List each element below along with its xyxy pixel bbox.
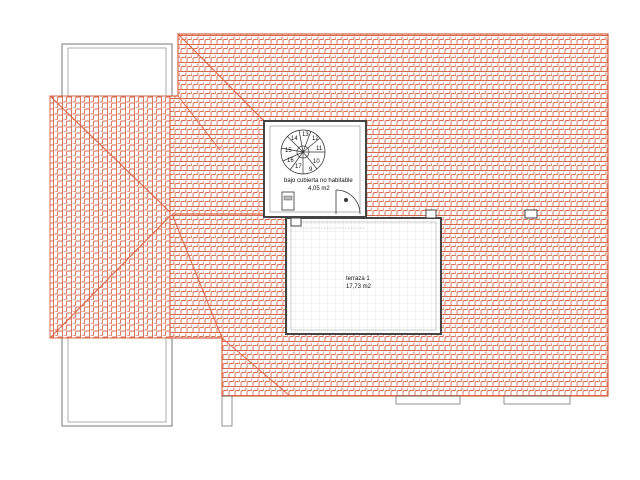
boiler-unit: [281, 191, 295, 211]
attic-room-name: bajo cubierta no habitable: [284, 178, 353, 184]
spiral-stair: [280, 129, 326, 175]
roof-vents: [290, 209, 538, 227]
left-roof: [49, 95, 173, 339]
step-number: 12: [312, 136, 319, 142]
step-number: 17: [295, 164, 302, 170]
step-number: 10: [313, 159, 320, 165]
vent: [524, 209, 538, 219]
terrace: terraza 1 17,73 m2: [285, 217, 442, 335]
step-number: 16: [287, 158, 294, 164]
terrace-name: terraza 1: [346, 276, 370, 282]
step-number: 15: [285, 148, 292, 154]
step-number: 11: [316, 146, 323, 152]
vent: [425, 209, 437, 219]
terrace-area: 17,73 m2: [346, 284, 372, 290]
main-roof: [169, 33, 609, 397]
attic-room-area: 4,05 m2: [308, 186, 330, 192]
step-number: 13: [302, 132, 309, 138]
stair-step-numbers: 9 10 11 12 13 14 15 16 17: [285, 132, 323, 173]
eave-details: [221, 395, 571, 427]
vent: [290, 217, 302, 227]
step-number: 9: [309, 167, 313, 173]
attic-room: 9 10 11 12 13 14 15 16 17 bajo cubierta …: [263, 120, 367, 218]
door-swing: [335, 189, 361, 215]
step-number: 14: [291, 136, 298, 142]
